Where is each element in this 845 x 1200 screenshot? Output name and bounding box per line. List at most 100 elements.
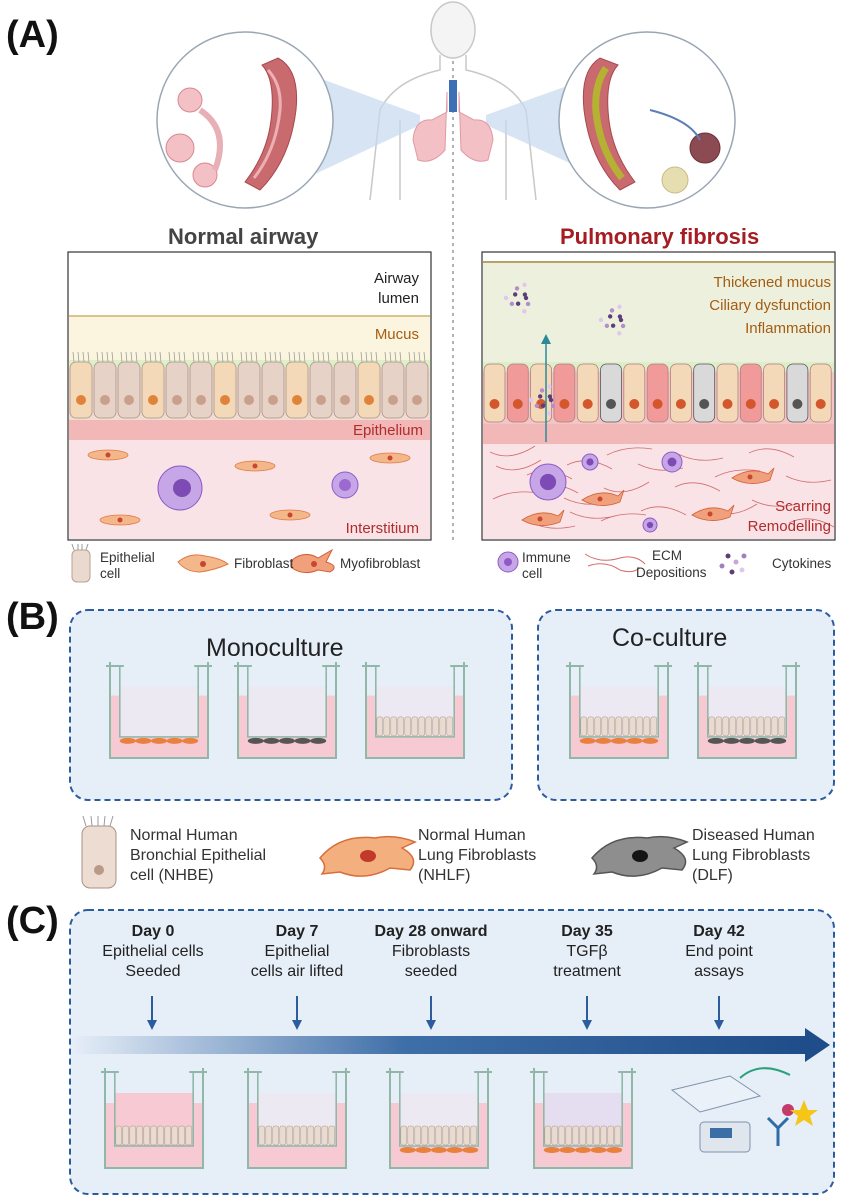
day42-title: Day 42 bbox=[693, 923, 745, 940]
day28-title: Day 28 onward bbox=[374, 923, 488, 940]
migration-arrowhead bbox=[541, 334, 551, 344]
normal-epithelial-cell bbox=[309, 351, 333, 419]
normal-epithelial-cell bbox=[165, 351, 189, 419]
epithelial-cell bbox=[185, 1125, 193, 1146]
human-body-icon bbox=[369, 1, 537, 201]
epithelial-cell bbox=[643, 716, 651, 737]
epithelial-cell bbox=[432, 716, 440, 737]
day35-title: Day 35 bbox=[561, 923, 613, 940]
fibrosis-epithelial-cell bbox=[600, 363, 622, 423]
transwell-insert-icon bbox=[530, 1068, 636, 1169]
nhlf-cell bbox=[151, 737, 167, 744]
epithelial-cell bbox=[771, 716, 779, 737]
epithelial-cell bbox=[400, 1125, 408, 1146]
epithelial-cell bbox=[565, 1125, 573, 1146]
epithelial-cell bbox=[171, 1125, 179, 1146]
normal-epithelial-cell bbox=[93, 351, 117, 419]
dlf-cell bbox=[247, 737, 264, 744]
immune-cell bbox=[331, 471, 359, 499]
day7-title: Day 7 bbox=[275, 923, 319, 940]
legend-ecm-2: Depositions bbox=[636, 565, 707, 580]
epithelial-cell bbox=[551, 1125, 559, 1146]
epithelial-cell bbox=[587, 716, 595, 737]
panel-label-b: (B) bbox=[6, 596, 59, 638]
epithelial-cell bbox=[143, 1125, 151, 1146]
epithelial-cell bbox=[463, 1125, 471, 1146]
nhlf-cell bbox=[543, 1147, 560, 1153]
timeline-down-arrowhead bbox=[426, 1020, 436, 1030]
epithelial-cell bbox=[390, 716, 398, 737]
legend-myofibroblast: Myofibroblast bbox=[340, 556, 421, 571]
ecm-depositions-icon bbox=[584, 553, 646, 573]
epithelial-cell bbox=[157, 1125, 165, 1146]
timeline-down-arrowhead bbox=[292, 1020, 302, 1030]
dlf-cell-icon bbox=[590, 835, 689, 877]
nhlf-cell bbox=[119, 737, 136, 744]
epithelial-cell bbox=[750, 716, 758, 737]
cytokine-dot bbox=[523, 295, 529, 301]
panel-a-legend-icons bbox=[71, 543, 747, 583]
cytokine-dot bbox=[537, 394, 543, 399]
epithelial-cell bbox=[286, 1125, 294, 1146]
epithelial-cell bbox=[164, 1125, 172, 1146]
cytokine-dot bbox=[607, 314, 613, 319]
cytokine-dot bbox=[598, 317, 604, 323]
epithelial-cell bbox=[636, 716, 644, 737]
nhlf-cell bbox=[462, 1147, 479, 1153]
ecm-fiber bbox=[492, 491, 539, 500]
fibrosis-epithelial-cell bbox=[763, 363, 785, 423]
epithelial-cell-icon bbox=[71, 543, 91, 583]
fibrosis-epithelial-cell bbox=[646, 363, 669, 423]
immune-cell bbox=[642, 517, 658, 533]
nhlf-cell bbox=[182, 737, 199, 744]
cytokine-dot bbox=[515, 301, 521, 306]
nhlf-cell bbox=[579, 737, 596, 744]
normal-epithelial-cell bbox=[381, 351, 405, 419]
nhlf-cell bbox=[446, 1147, 463, 1153]
timeline-bar bbox=[72, 1036, 807, 1054]
myofibroblast-cell bbox=[521, 509, 565, 526]
legend-nhlf-1: Normal Human bbox=[418, 827, 526, 844]
panel-b-legend-icons bbox=[81, 815, 689, 889]
legend-dlf-2: Lung Fibroblasts bbox=[692, 847, 811, 864]
ecm-fiber bbox=[785, 475, 832, 483]
dlf-cell bbox=[723, 737, 740, 744]
panel-label-a: (A) bbox=[6, 14, 59, 56]
cytokines-icon bbox=[719, 553, 747, 575]
nhlf-cell bbox=[611, 737, 627, 744]
legend-nhlf-2: Lung Fibroblasts bbox=[418, 847, 537, 864]
fibrosis-epithelial-cell bbox=[693, 363, 716, 423]
ecm-fiber bbox=[489, 445, 536, 457]
remodelling-label: Remodelling bbox=[747, 518, 831, 535]
epithelial-cell bbox=[383, 716, 391, 737]
epithelial-cell bbox=[435, 1125, 443, 1146]
nhbe-cell-icon bbox=[81, 815, 117, 889]
epithelial-cell bbox=[729, 716, 737, 737]
epithelial-cell bbox=[418, 716, 426, 737]
epithelial-cell bbox=[708, 716, 716, 737]
normal-epithelial-cell bbox=[141, 351, 165, 419]
ecm-fiber bbox=[640, 506, 687, 516]
epithelial-cell bbox=[272, 1125, 280, 1146]
dlf-cell bbox=[739, 737, 755, 744]
epithelial-cell bbox=[650, 716, 658, 737]
myofibroblast-icon bbox=[291, 548, 335, 574]
epithelial-layers bbox=[69, 282, 835, 533]
day42-line1: End point bbox=[685, 943, 753, 960]
normal-epithelial-cell bbox=[237, 351, 261, 419]
day35-line2: treatment bbox=[553, 963, 621, 980]
panel-b-illustration bbox=[69, 609, 835, 801]
lab-equipment-icon bbox=[670, 1067, 818, 1153]
epithelial-cell bbox=[586, 1125, 594, 1146]
epithelial-cell bbox=[376, 716, 384, 737]
fibrosis-epithelial-cell bbox=[786, 363, 809, 423]
epithelial-cell bbox=[778, 716, 786, 737]
cytokine-dot bbox=[547, 394, 553, 399]
cytokine-dot bbox=[539, 388, 545, 393]
dlf-cell bbox=[770, 737, 787, 744]
epithelial-cell bbox=[150, 1125, 158, 1146]
epithelial-cell bbox=[421, 1125, 429, 1146]
co-culture-title: Co-culture bbox=[612, 624, 728, 652]
fibrosis-epithelial-cell bbox=[483, 363, 506, 423]
